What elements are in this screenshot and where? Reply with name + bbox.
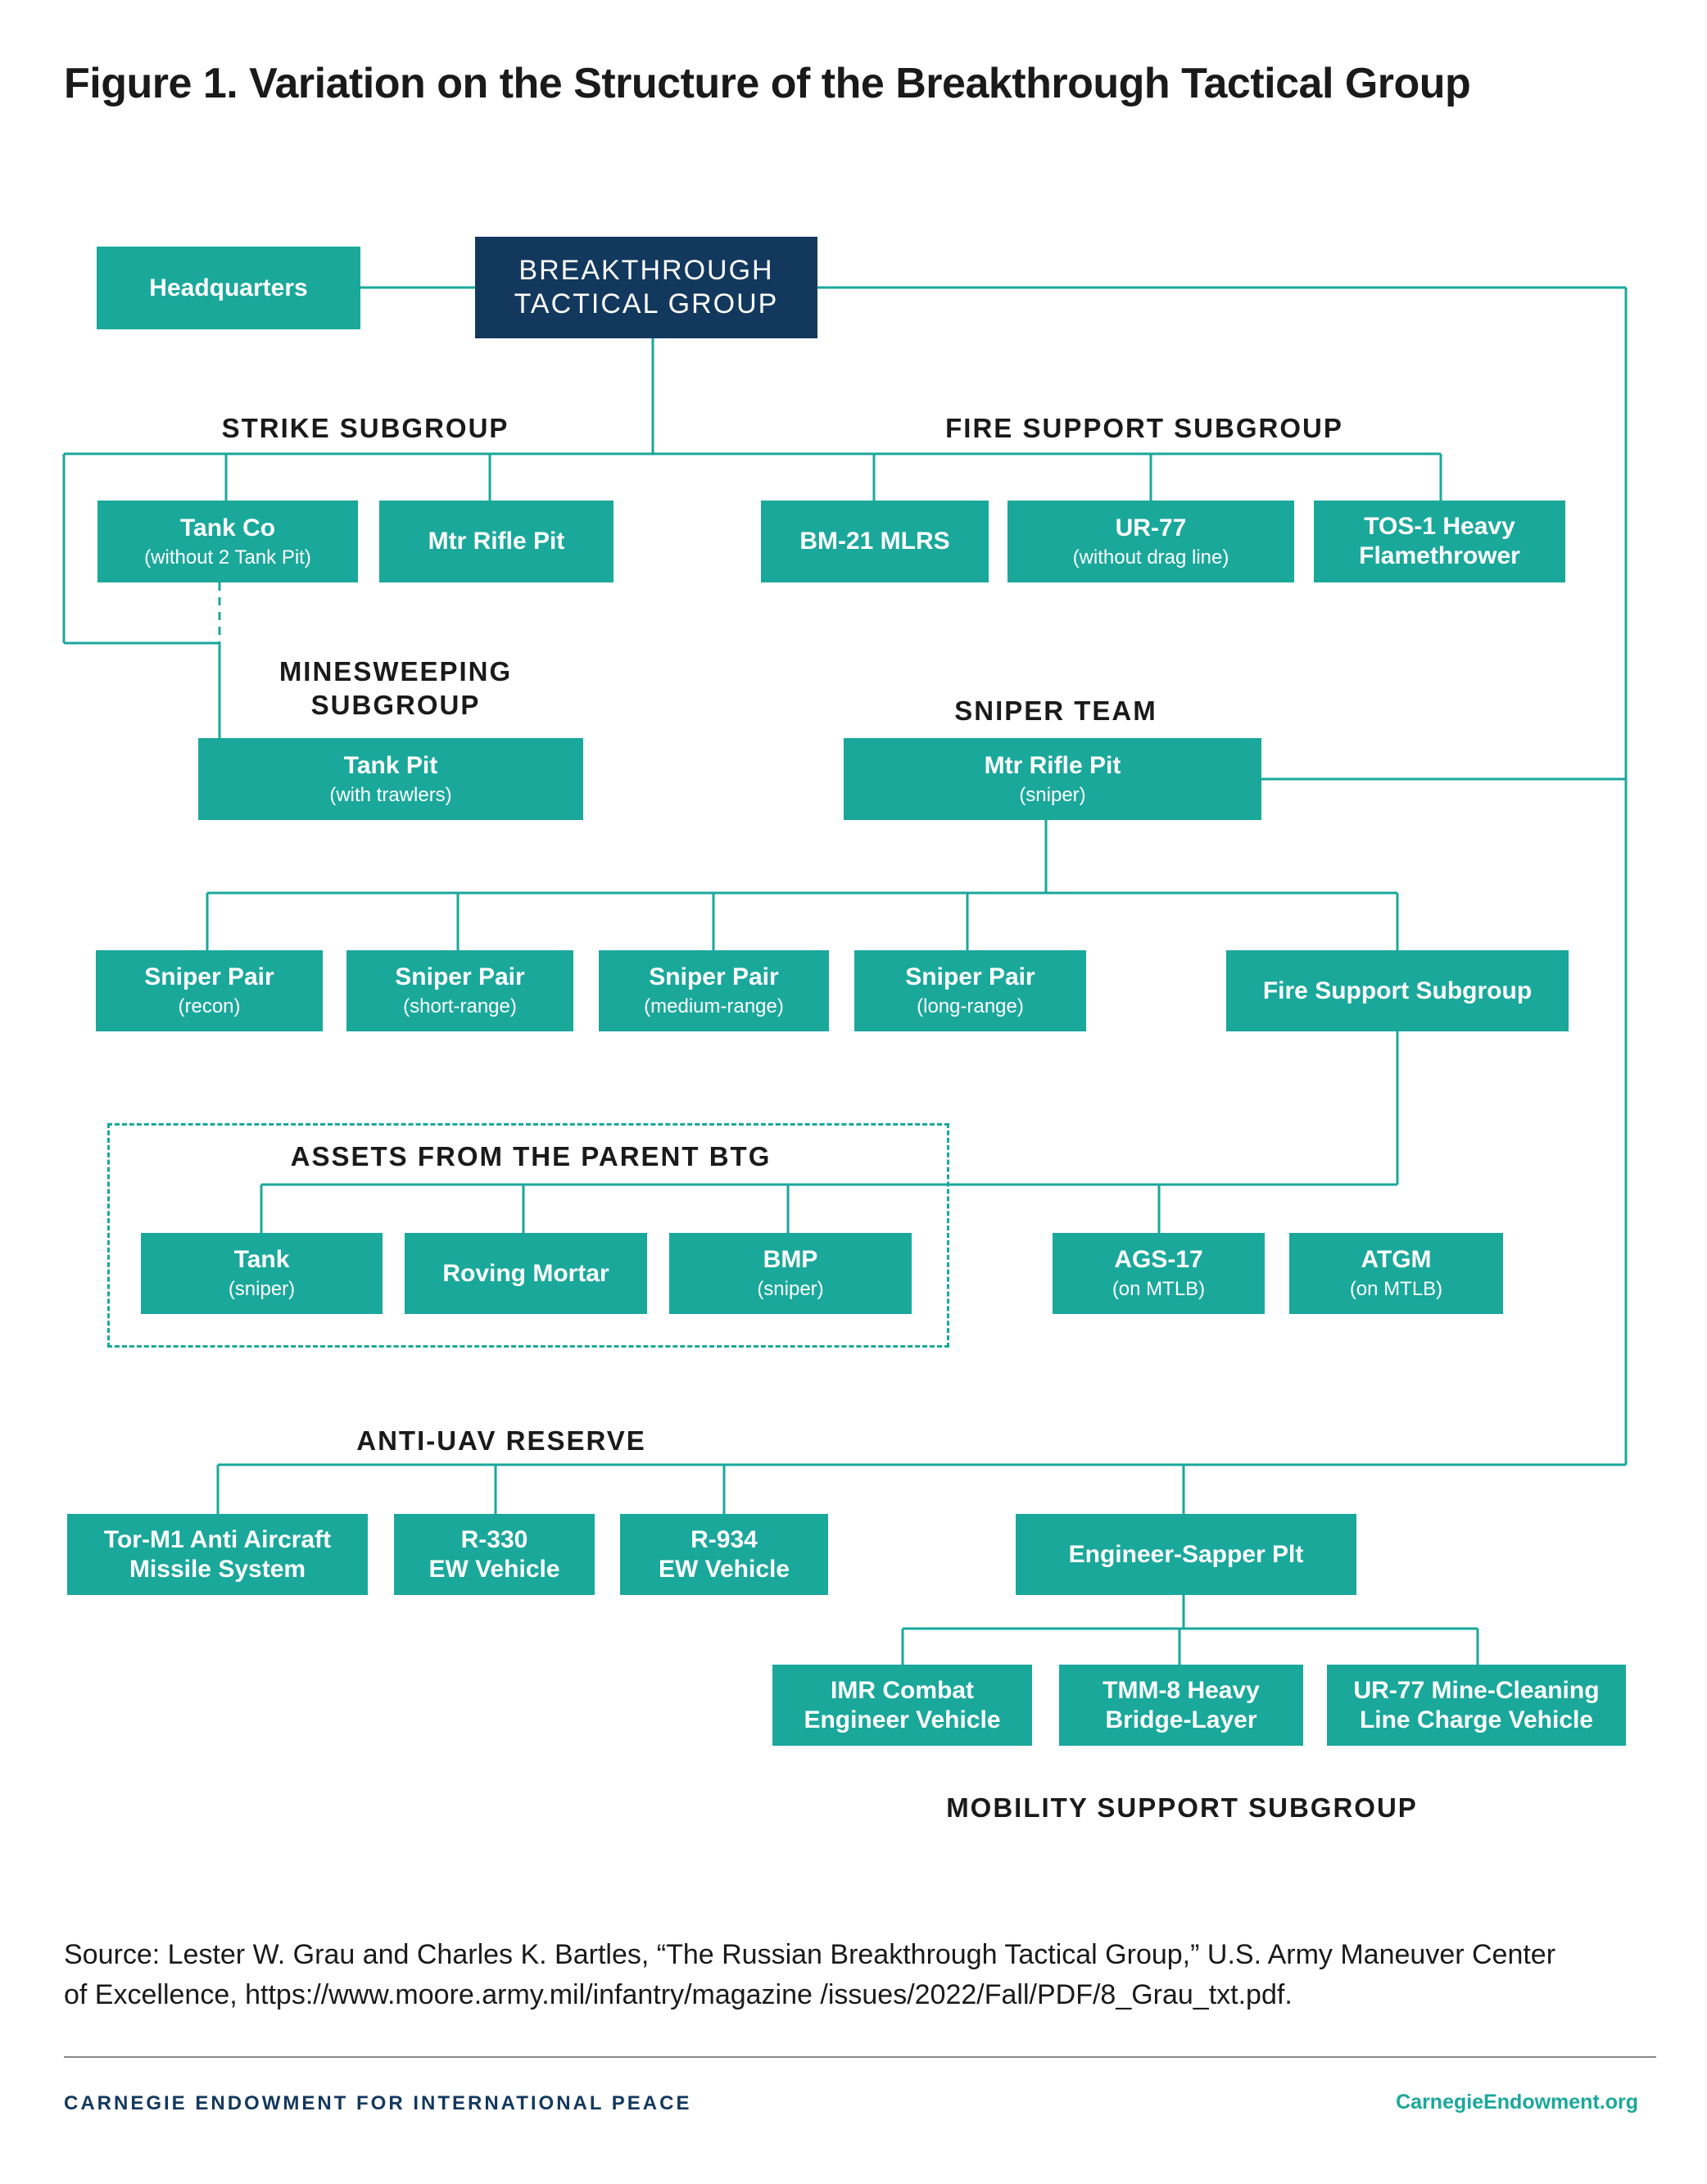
roving-mortar-title: Roving Mortar (442, 1259, 609, 1287)
sniper-pair-medium-box[interactable]: Sniper Pair (medium-range) (599, 950, 829, 1031)
ur77-sub: (without drag line) (1072, 546, 1229, 569)
ags17-box[interactable]: AGS-17 (on MTLB) (1053, 1233, 1265, 1314)
footer-divider (64, 2056, 1656, 2058)
imr-box[interactable]: IMR Combat Engineer Vehicle (772, 1665, 1032, 1746)
r330-box[interactable]: R-330 EW Vehicle (394, 1514, 595, 1595)
r934-line1: R-934 (690, 1525, 758, 1553)
ur77-mine-line2: Line Charge Vehicle (1359, 1706, 1594, 1733)
minesweeping-line1: MINESWEEPING (278, 656, 513, 686)
fire-support-subgroup-box[interactable]: Fire Support Subgroup (1226, 950, 1569, 1031)
headquarters-title: Headquarters (149, 274, 308, 301)
assets-from-parent-group (107, 1123, 949, 1348)
tank-pit-sub: (with trawlers) (329, 783, 452, 806)
footer-organization: CARNEGIE ENDOWMENT FOR INTERNATIONAL PEA… (64, 2092, 692, 2114)
tank-co-title: Tank Co (179, 514, 276, 541)
footer-url-link[interactable]: CarnegieEndowment.org (1396, 2091, 1638, 2114)
sp-short-sub: (short-range) (403, 995, 517, 1018)
tor-m1-box[interactable]: Tor-M1 Anti Aircraft Missile System (67, 1514, 368, 1595)
engineer-sapper-box[interactable]: Engineer-Sapper Plt (1016, 1514, 1356, 1595)
eng-sapper-title: Engineer-Sapper Plt (1068, 1540, 1304, 1568)
fss-title: Fire Support Subgroup (1262, 976, 1533, 1004)
sp-long-sub: (long-range) (917, 995, 1024, 1018)
sniper-pair-long-box[interactable]: Sniper Pair (long-range) (854, 950, 1086, 1031)
sniper-mtr-rifle-pit-box[interactable]: Mtr Rifle Pit (sniper) (844, 738, 1261, 820)
tos1-box[interactable]: TOS-1 Heavy Flamethrower (1314, 501, 1565, 582)
tor-m1-line2: Missile System (129, 1555, 306, 1583)
btg-line1: BREAKTHROUGH (518, 255, 774, 287)
fire-support-subgroup-label: FIRE SUPPORT SUBGROUP (945, 413, 1343, 443)
tos1-line1: TOS-1 Heavy (1364, 513, 1515, 540)
ur77-mine-box[interactable]: UR-77 Mine-Cleaning Line Charge Vehicle (1327, 1665, 1626, 1746)
anti-uav-reserve-label: ANTI-UAV RESERVE (356, 1425, 646, 1456)
mobility-support-label: MOBILITY SUPPORT SUBGROUP (946, 1792, 1418, 1823)
sniper-pair-short-box[interactable]: Sniper Pair (short-range) (346, 950, 573, 1031)
tmm8-line1: TMM-8 Heavy (1103, 1676, 1260, 1704)
r330-line2: EW Vehicle (428, 1555, 560, 1583)
roving-mortar-box[interactable]: Roving Mortar (405, 1233, 647, 1314)
sp-recon-title: Sniper Pair (144, 963, 274, 991)
tank-pit-title: Tank Pit (343, 751, 438, 779)
sp-medium-title: Sniper Pair (649, 963, 779, 991)
atgm-title: ATGM (1361, 1246, 1432, 1274)
sniper-pair-recon-box[interactable]: Sniper Pair (recon) (96, 950, 323, 1031)
bmp-sniper-box[interactable]: BMP (sniper) (669, 1233, 912, 1314)
bmp-sniper-title: BMP (763, 1246, 818, 1274)
source-line2: of Excellence, https://www.moore.army.mi… (64, 1979, 1293, 2011)
sniper-mrp-sub: (sniper) (1019, 783, 1086, 806)
page-title: Figure 1. Variation on the Structure of … (64, 60, 1471, 107)
ur77-title: UR-77 (1115, 514, 1187, 541)
sniper-mrp-title: Mtr Rifle Pit (984, 751, 1121, 779)
r934-box[interactable]: R-934 EW Vehicle (620, 1514, 828, 1595)
sp-short-title: Sniper Pair (395, 963, 525, 991)
source-line1: Source: Lester W. Grau and Charles K. Ba… (64, 1939, 1556, 1970)
minesweeping-subgroup-label: MINESWEEPING SUBGROUP (279, 655, 512, 723)
imr-line1: IMR Combat (831, 1676, 974, 1704)
sp-recon-sub: (recon) (178, 995, 241, 1018)
tank-co-sub: (without 2 Tank Pit) (144, 546, 311, 569)
ur77-box[interactable]: UR-77 (without drag line) (1007, 501, 1294, 582)
bm21-title: BM-21 MLRS (799, 528, 950, 555)
r330-line1: R-330 (460, 1525, 528, 1553)
bm21-box[interactable]: BM-21 MLRS (761, 501, 989, 582)
bmp-sniper-sub: (sniper) (757, 1278, 824, 1301)
atgm-box[interactable]: ATGM (on MTLB) (1289, 1233, 1503, 1314)
r934-line2: EW Vehicle (658, 1555, 790, 1583)
strike-subgroup-label: STRIKE SUBGROUP (221, 413, 509, 443)
headquarters-box[interactable]: Headquarters (97, 247, 360, 329)
tor-m1-line1: Tor-M1 Anti Aircraft (103, 1525, 332, 1553)
tmm8-line2: Bridge-Layer (1105, 1706, 1257, 1733)
sniper-team-label: SNIPER TEAM (954, 696, 1157, 726)
ur77-mine-line1: UR-77 Mine-Cleaning (1353, 1676, 1600, 1704)
minesweeping-line2: SUBGROUP (310, 690, 481, 721)
tank-sniper-box[interactable]: Tank (sniper) (141, 1233, 383, 1314)
mtr-rifle-pit-title: Mtr Rifle Pit (428, 528, 565, 555)
atgm-sub: (on MTLB) (1349, 1278, 1443, 1301)
btg-box[interactable]: BREAKTHROUGH TACTICAL GROUP (475, 237, 817, 338)
tank-co-box[interactable]: Tank Co (without 2 Tank Pit) (97, 501, 358, 582)
assets-label: ASSETS FROM THE PARENT BTG (290, 1141, 772, 1171)
tmm8-box[interactable]: TMM-8 Heavy Bridge-Layer (1059, 1665, 1303, 1746)
ags17-title: AGS-17 (1114, 1246, 1203, 1274)
mtr-rifle-pit-box[interactable]: Mtr Rifle Pit (379, 501, 614, 582)
tank-sniper-sub: (sniper) (228, 1278, 296, 1301)
source-note: Source: Lester W. Grau and Charles K. Ba… (64, 1935, 1637, 2016)
sp-medium-sub: (medium-range) (644, 995, 784, 1018)
btg-line2: TACTICAL GROUP (514, 288, 779, 319)
tank-sniper-title: Tank (233, 1246, 290, 1274)
tank-pit-box[interactable]: Tank Pit (with trawlers) (198, 738, 583, 820)
ags17-sub: (on MTLB) (1112, 1278, 1206, 1301)
tos1-line2: Flamethrower (1359, 542, 1520, 569)
imr-line2: Engineer Vehicle (804, 1706, 1001, 1733)
sp-long-title: Sniper Pair (905, 963, 1035, 991)
